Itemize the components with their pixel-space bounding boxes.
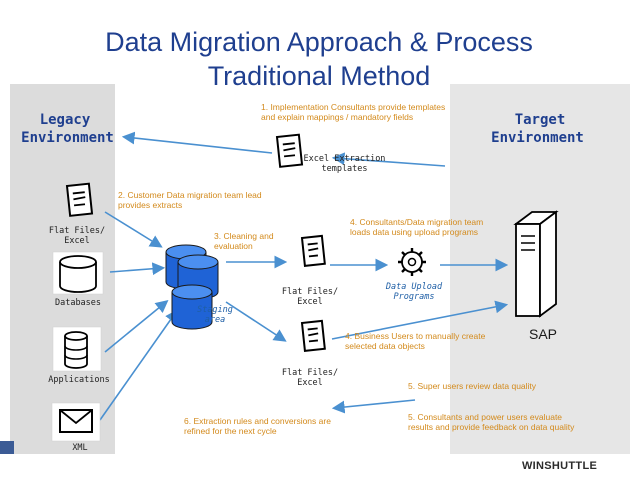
note-step2: 2. Customer Data migration team lead pro… (118, 190, 262, 210)
staging-label: Staging area (197, 305, 233, 325)
footer-strip (0, 441, 14, 454)
data-upload-label: Data Upload Programs (385, 282, 443, 302)
arrow-applications-to-staging (104, 299, 169, 353)
target-title-line1: Target (514, 112, 566, 128)
gear-icon (398, 248, 426, 276)
server-icon (513, 210, 559, 318)
note-step1: 1. Implementation Consultants provide te… (261, 102, 446, 122)
document-icon (275, 133, 304, 168)
arrow-feedback-loop (331, 399, 416, 414)
arrow-templates-to-legacy (121, 131, 273, 154)
applications-label: Applications (48, 375, 110, 385)
arrow-target-to-templates (331, 152, 446, 167)
page-title: Data Migration Approach & Process (105, 27, 533, 57)
flat-files-mid-label: Flat Files/ Excel (281, 287, 339, 307)
flow-arrows (99, 131, 509, 421)
document-icon (300, 234, 326, 267)
databases-label: Databases (54, 298, 102, 308)
page-subtitle: Traditional Method (207, 61, 431, 91)
note-step3: 3. Cleaning and evaluation (214, 231, 274, 251)
note-step6: 6. Extraction rules and conversions are … (184, 416, 331, 436)
arrow-databases-to-staging (109, 262, 166, 276)
excel-templates-label: Excel Extraction templates (303, 154, 386, 174)
staging-db-icon (165, 244, 219, 330)
target-title-line2: Environment (491, 130, 584, 146)
arrow-flatfile-low-to-sap (331, 300, 509, 340)
flat-files-low-label: Flat Files/ Excel (281, 368, 339, 388)
database-icon (52, 251, 104, 295)
note-step5a: 5. Super users review data quality (408, 381, 537, 391)
legacy-title-line2: Environment (21, 130, 114, 146)
winshuttle-logo: WINSHUTTLE (522, 460, 598, 472)
xml-label: XML (72, 443, 88, 453)
document-icon (65, 182, 94, 217)
flat-files-label: Flat Files/ Excel (48, 226, 106, 246)
arrow-staging-to-flatfile-low (225, 301, 287, 342)
application-icon (52, 326, 102, 372)
arrow-flatfiles-to-staging (104, 211, 163, 248)
sap-label: SAP (528, 326, 557, 342)
note-step5b: 5. Consultants and power users evaluate … (408, 412, 575, 432)
mail-icon (51, 402, 101, 442)
note-step4a: 4. Consultants/Data migration team loads… (350, 217, 484, 237)
arrow-xml-to-staging (99, 309, 178, 421)
note-step4b: 4. Business Users to manually create sel… (345, 331, 486, 351)
legacy-title-line1: Legacy (39, 112, 91, 128)
document-icon (300, 319, 326, 352)
